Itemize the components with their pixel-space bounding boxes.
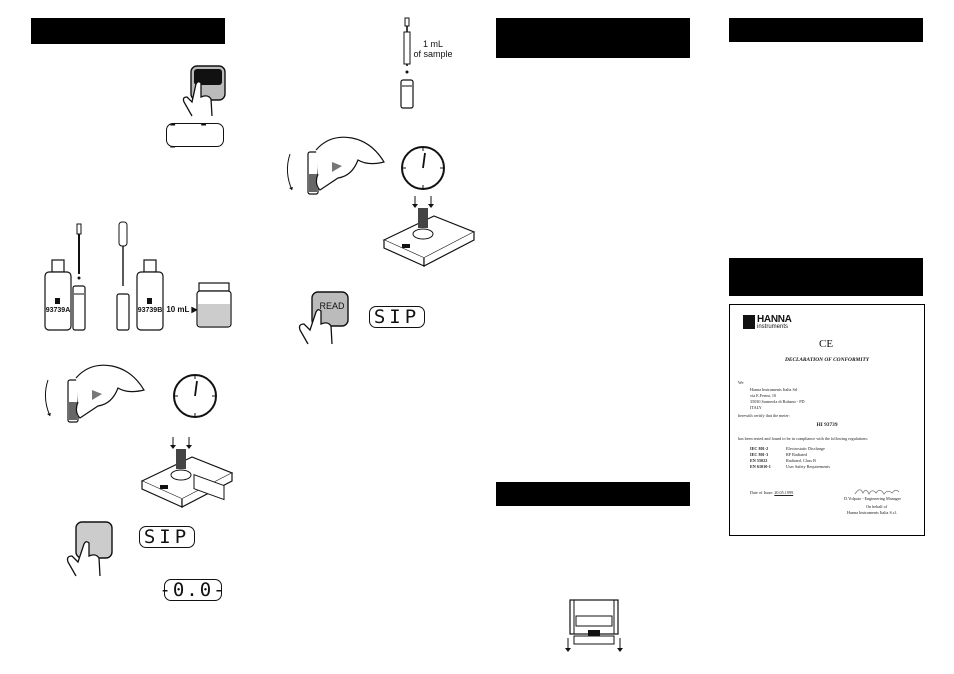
date-label: Date of Issue: — [750, 490, 774, 495]
regulation-code-4: EN 61010-1 — [750, 464, 771, 469]
sample-volume-line1: 1 mL — [422, 39, 443, 49]
section-header-bar — [31, 18, 225, 44]
signatory: D.Volpato - Engineering Manager — [844, 496, 901, 501]
beaker-icon — [196, 282, 232, 328]
display-sip-1: SIP — [139, 526, 195, 548]
reagent-bottle-a-icon — [44, 259, 72, 331]
section-header-bar-3 — [496, 482, 690, 506]
zero-key-press-illustration — [182, 65, 226, 117]
company-city: 35030 Sarmeola di Rubano - PD — [750, 399, 805, 404]
shake-cuvette-illustration — [44, 364, 145, 423]
read-key-press-illustration — [298, 291, 349, 345]
regulation-desc-1: Electrostatic Discharge — [786, 446, 825, 451]
hanna-logo-mark — [743, 315, 755, 329]
display-zero-reading: -0.0- — [159, 579, 227, 601]
regulation-code-3: EN 55022 — [750, 458, 768, 463]
hanna-logo-name: HANNA — [757, 314, 792, 325]
section-header-bar-5 — [729, 258, 923, 296]
regulation-code-2: IEC 801-3 — [750, 452, 769, 457]
meter-insert-cuvette-2-illustration — [382, 196, 476, 267]
sample-volume-line2: of sample — [413, 49, 453, 59]
hanna-logo-tagline: instruments — [757, 324, 789, 330]
read-key-label: READ — [319, 301, 345, 311]
meter-insert-cuvette-illustration — [140, 437, 234, 508]
on-behalf-label: On behalf of — [866, 504, 888, 509]
company-name: Hanna Instruments Italia Srl — [750, 387, 798, 392]
sample-volume-label: 1 mL of sample — [410, 39, 456, 59]
bottle-b-label: 93739B — [137, 307, 163, 314]
company-street: via E.Fermi, 10 — [750, 393, 777, 398]
section-header-bar-4 — [729, 18, 923, 42]
declaration-of-conformity-document: HANNA instruments CE DECLARATION OF CONF… — [729, 304, 925, 536]
timer-clock-2-icon — [401, 146, 445, 190]
battery-compartment-illustration — [565, 599, 623, 652]
company-country: ITALY — [750, 405, 762, 410]
date-of-issue: Date of Issue: 20.05.1999 — [750, 490, 793, 495]
regulation-code-1: IEC 801-2 — [750, 446, 769, 451]
regulation-desc-2: RF Radiated — [786, 452, 808, 457]
display-dashes: - - - — [166, 113, 224, 157]
section-header-bar-2 — [496, 18, 690, 58]
timer-clock-icon — [173, 374, 217, 418]
display-sip-2: SIP — [369, 306, 425, 328]
meter-model: HI 93739 — [816, 422, 838, 428]
regulation-desc-4: User Safety Requirements — [786, 464, 830, 469]
signature-image — [854, 489, 900, 495]
beaker-volume-label: 10 mL ▶ — [166, 305, 198, 314]
zero-key-press-2-illustration — [66, 521, 113, 577]
tested-text: has been tested and found to be in compl… — [738, 436, 869, 441]
we-label: We — [738, 380, 744, 385]
ce-mark: CE — [819, 338, 834, 350]
declaration-title: DECLARATION OF CONFORMITY — [784, 357, 870, 363]
on-behalf-company: Hanna Instruments Italia S.r.l. — [847, 510, 898, 515]
pipette-vial-icon — [116, 221, 130, 331]
hanna-logo: HANNA instruments — [743, 314, 803, 333]
bottle-a-label: 93739A — [45, 307, 71, 314]
dropper-cuvette-icon — [72, 223, 86, 331]
shake-cuvette-2-illustration — [286, 136, 385, 195]
certify-text: herewith certify that the meter: — [738, 413, 790, 418]
reagent-bottle-b-icon — [136, 259, 164, 331]
regulation-desc-3: Radiated, Class B — [786, 458, 816, 463]
date-value: 20.05.1999 — [774, 490, 794, 495]
sample-pipette-vial-illustration — [400, 17, 414, 109]
